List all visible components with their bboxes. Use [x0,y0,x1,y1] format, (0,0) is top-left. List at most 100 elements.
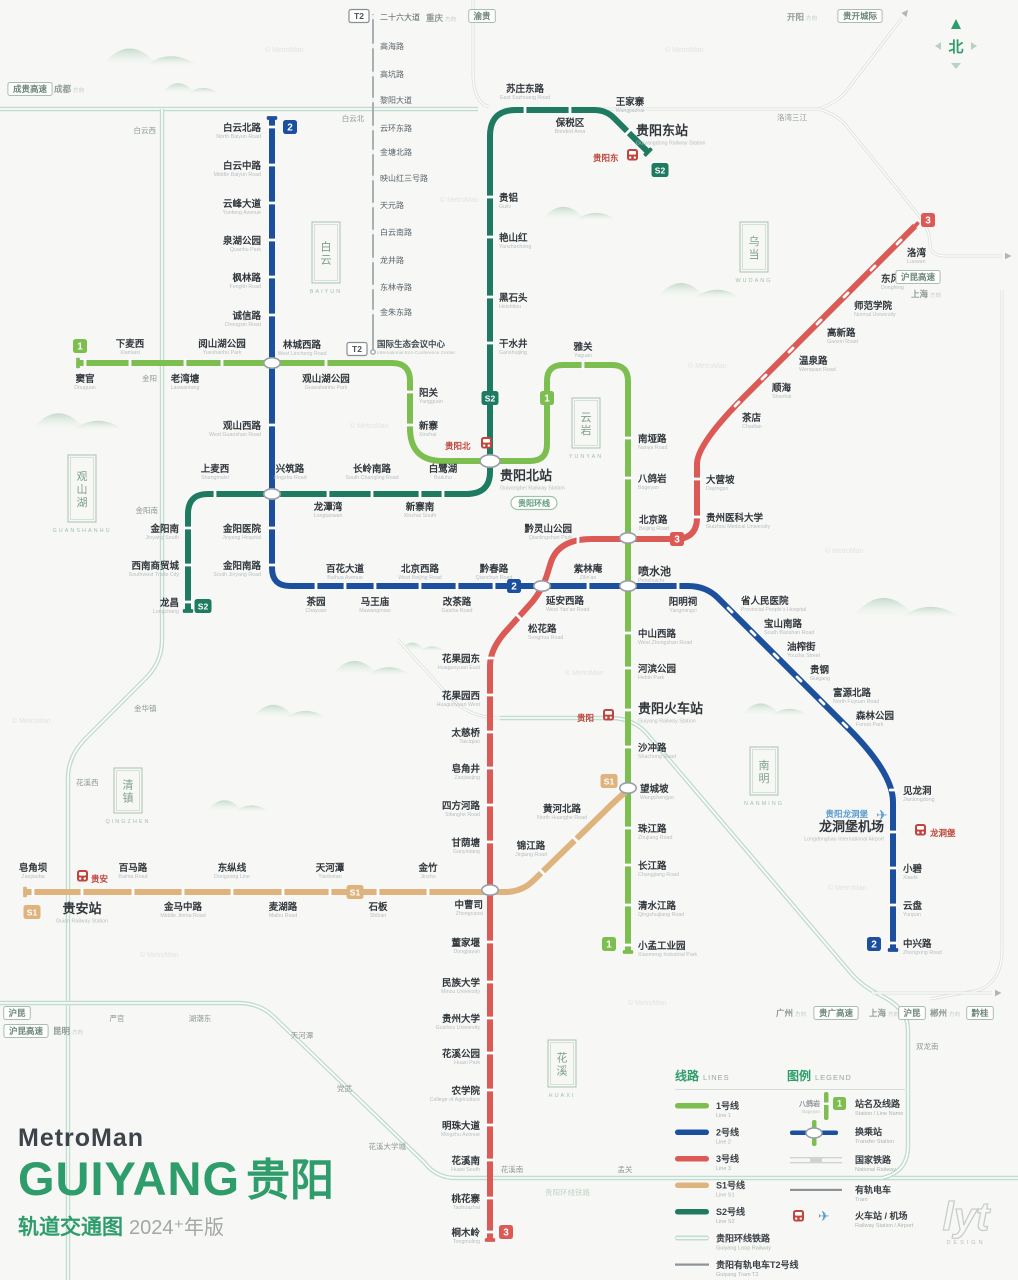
svg-text:贵阳龙洞堡: 贵阳龙洞堡 [825,809,868,819]
district-labels: 白云BAIYUN观山湖GUANSHANHU云岩YUNYAN乌当WUDANG南明N… [52,221,782,1099]
station-tick [485,803,495,807]
station-tick [281,887,285,897]
svg-text:湖潮东: 湖潮东 [189,1013,212,1023]
station-tick [267,201,277,205]
station-label: 长岭南路 [353,463,392,475]
svg-text:渝贵: 渝贵 [473,11,491,21]
tram-line-t2: 二十六大道高海路高坑路黎阳大道云环东路金塘北路映山红三号路天元路白云南路龙井路东… [346,8,456,357]
railway-station-icon [915,824,926,836]
svg-text:3: 3 [674,534,680,545]
svg-text:Middle Baiyun Road: Middle Baiyun Road [214,172,261,178]
station-tick [733,400,741,408]
station-label: 北京西路 [401,563,440,575]
railway-station-icon [793,1210,804,1222]
svg-text:Guilv: Guilv [499,204,511,210]
station-tick [183,358,187,368]
svg-text:West Beijing Road: West Beijing Road [398,575,442,581]
svg-text:Laowantang: Laowantang [171,385,200,391]
station-tick [220,358,224,368]
svg-text:Station / Line Name: Station / Line Name [855,1111,903,1117]
station-tick [568,105,572,115]
svg-text:Guizhou University: Guizhou University [436,1025,481,1031]
svg-text:West Guanshan Road: West Guanshan Road [209,432,261,438]
transfer-oval [618,531,637,544]
svg-text:West Zhongshan Road: West Zhongshan Road [638,640,692,646]
svg-text:严官: 严官 [110,1013,125,1023]
svg-text:黎阳大道: 黎阳大道 [380,95,412,105]
svg-text:Heishitou: Heishitou [499,304,521,310]
station-tick [492,581,496,591]
station-label: 金阳南 [149,523,179,535]
svg-text:有轨电车: 有轨电车 [855,1184,891,1195]
svg-text:Jianlongdong: Jianlongdong [903,797,935,803]
svg-text:BAIYUN: BAIYUN [310,289,342,295]
station-tick [760,373,768,381]
station-tick [692,477,702,481]
svg-text:沪昆: 沪昆 [903,1008,921,1018]
svg-text:Jinzhu: Jinzhu [420,874,435,880]
svg-text:Yanshanhong: Yanshanhong [499,244,531,250]
svg-text:Hebin Park: Hebin Park [638,675,665,681]
svg-text:Youzha Street: Youzha Street [787,653,821,659]
station-label: 泉湖公园 [222,235,261,247]
station-label: 马王庙 [361,596,390,608]
station-tick [405,423,415,427]
station-label: 甘荫塘 [451,837,480,849]
station-tick [485,840,495,844]
svg-text:Jinyang Hospital: Jinyang Hospital [222,535,261,541]
station-tick [623,708,633,712]
line-badge [867,937,881,951]
svg-text:S1号线: S1号线 [716,1180,745,1191]
station-tick [181,887,185,897]
station-label: 百花大道 [326,563,365,575]
station-label: 贵阳火车站 [638,701,703,716]
station-label: 天河潭 [316,862,345,874]
svg-text:线路: 线路 [675,1068,700,1083]
svg-text:Guigang: Guigang [810,676,830,682]
station-tick [267,563,277,567]
station-tick [485,1088,495,1092]
svg-text:延安西路: 延安西路 [545,595,585,607]
svg-text:Gaoxin Road: Gaoxin Road [827,339,858,345]
station-tick [455,581,459,591]
railway-station-icon [627,149,638,161]
svg-text:© MetroMan: © MetroMan [825,547,864,555]
station-tick [183,526,193,530]
station-tick [267,275,277,279]
svg-text:火车站 / 机场: 火车站 / 机场 [855,1210,908,1221]
station-tick [624,128,632,136]
station-label: 阅山湖公园 [198,338,246,350]
svg-text:Xiaomeng Industrial Park: Xiaomeng Industrial Park [638,952,698,958]
station-tick [485,980,495,984]
svg-text:国家铁路: 国家铁路 [855,1154,892,1165]
station-tick [869,264,877,272]
station-label: 龙昌 [159,597,179,609]
svg-text:云: 云 [321,255,332,267]
svg-text:Changjiang Road: Changjiang Road [638,872,679,878]
line-badge [670,532,684,546]
svg-text:QINGZHEN: QINGZHEN [105,819,150,825]
transfer-oval [618,579,637,592]
station-label: 金阳南路 [222,560,262,572]
station-tick [576,535,580,545]
svg-text:Forest Park: Forest Park [856,722,884,728]
svg-text:© MetroMan: © MetroMan [350,422,389,430]
station-label: 小碧 [902,863,923,875]
station-tick [267,526,277,530]
station-label: 松花路 [528,623,557,635]
station-label: 洛湾 [907,247,927,259]
svg-text:LEGEND: LEGEND [815,1073,852,1082]
svg-text:双龙南: 双龙南 [916,1041,939,1051]
svg-text:Qianlingshan Park: Qianlingshan Park [529,535,573,541]
station-tick [772,652,780,660]
svg-text:Xiaobi: Xiaobi [903,875,918,881]
station-tick [623,666,633,670]
svg-text:Taohuazhai: Taohuazhai [453,1205,480,1211]
rail-name-boxes: 渝贵成贵高速贵开城际沪昆高速沪昆沪昆高速贵广高速沪昆黔桂重庆方向成都方向开阳方向… [3,9,994,1038]
